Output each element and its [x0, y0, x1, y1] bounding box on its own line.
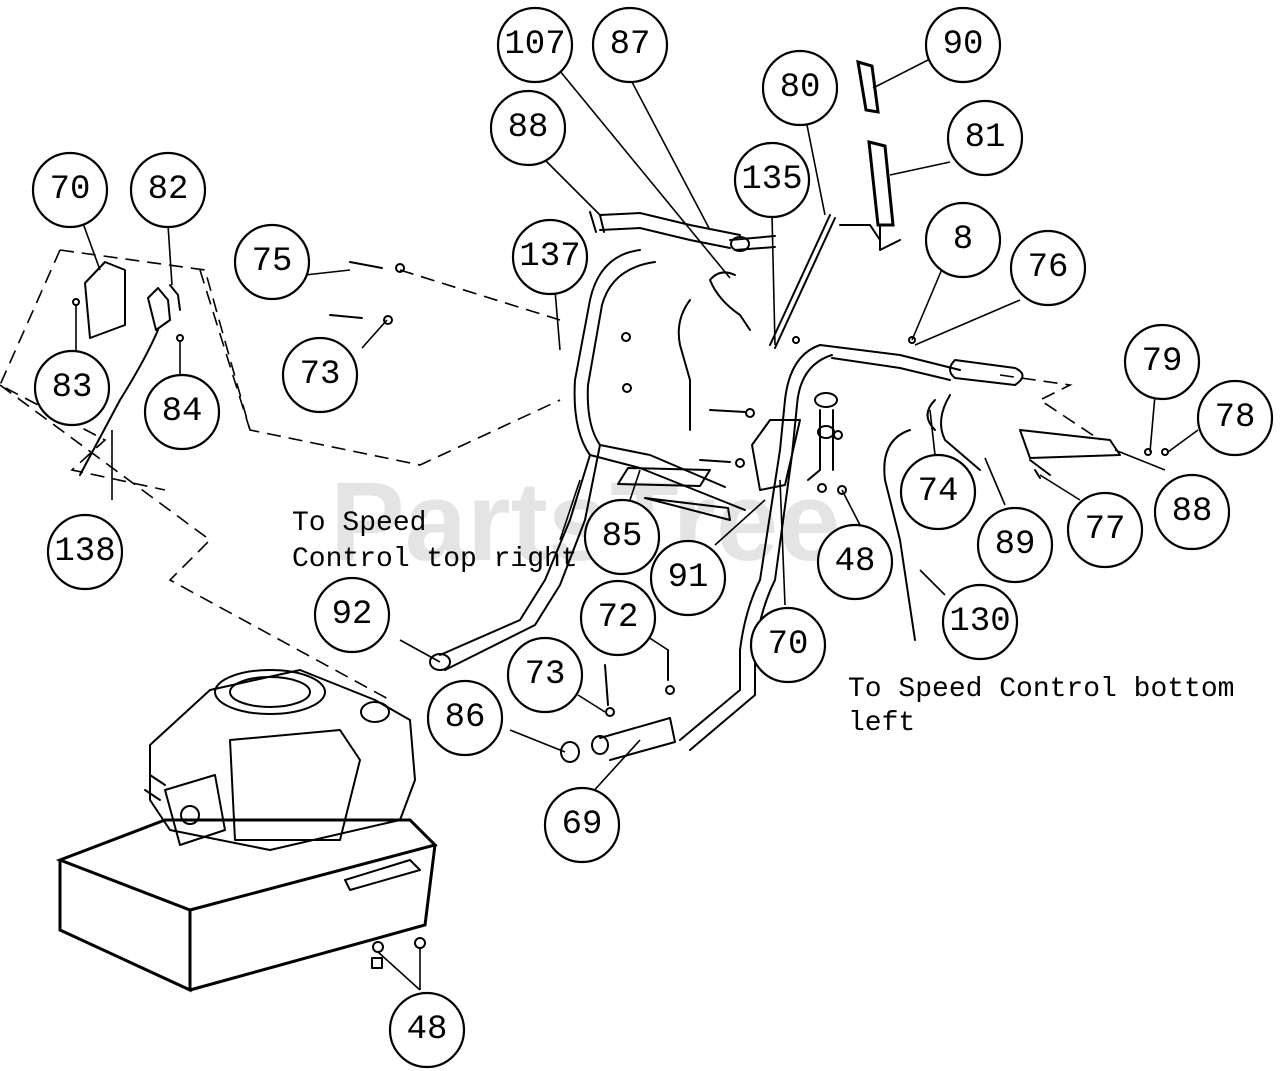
- callout-82[interactable]: 82: [129, 151, 207, 229]
- callout-73-mid[interactable]: 73: [506, 636, 584, 714]
- callout-80[interactable]: 80: [761, 49, 839, 127]
- svg-text:138: 138: [54, 533, 115, 571]
- svg-text:92: 92: [332, 596, 373, 634]
- callout-135[interactable]: 135: [733, 141, 811, 219]
- svg-text:130: 130: [949, 603, 1010, 641]
- svg-text:76: 76: [1028, 249, 1069, 287]
- callout-48-bottom[interactable]: 48: [388, 991, 466, 1069]
- hardware-bolts: [329, 261, 1169, 717]
- svg-text:81: 81: [965, 119, 1006, 157]
- svg-text:48: 48: [407, 1011, 448, 1049]
- svg-text:75: 75: [252, 243, 293, 281]
- svg-text:48: 48: [835, 543, 876, 581]
- engine-deck: [55, 669, 438, 993]
- callout-84[interactable]: 84: [143, 373, 221, 451]
- svg-text:89: 89: [995, 526, 1036, 564]
- callout-91[interactable]: 91: [649, 539, 727, 617]
- callout-90[interactable]: 90: [924, 6, 1002, 84]
- callout-86[interactable]: 86: [426, 679, 504, 757]
- callout-73-top[interactable]: 73: [281, 336, 359, 414]
- svg-text:135: 135: [741, 161, 802, 199]
- callout-77[interactable]: 77: [1066, 491, 1144, 569]
- svg-text:88: 88: [1172, 493, 1213, 531]
- svg-text:79: 79: [1142, 343, 1183, 381]
- top-hardware: [677, 59, 1121, 641]
- callout-74[interactable]: 74: [899, 453, 977, 531]
- callout-88-right[interactable]: 88: [1153, 473, 1231, 551]
- svg-text:82: 82: [148, 171, 189, 209]
- svg-text:137: 137: [519, 238, 580, 276]
- callout-85[interactable]: 85: [583, 498, 661, 576]
- callout-75[interactable]: 75: [233, 223, 311, 301]
- callout-48-mid[interactable]: 48: [816, 523, 894, 601]
- callout-70-mid[interactable]: 70: [749, 606, 827, 684]
- svg-text:107: 107: [504, 26, 565, 64]
- callout-76[interactable]: 76: [1009, 229, 1087, 307]
- svg-text:88: 88: [508, 109, 549, 147]
- svg-text:80: 80: [780, 69, 821, 107]
- callout-130[interactable]: 130: [941, 583, 1019, 661]
- svg-text:87: 87: [610, 26, 651, 64]
- callout-88-top[interactable]: 88: [489, 89, 567, 167]
- svg-text:73: 73: [525, 656, 566, 694]
- lower-handle: [560, 392, 838, 763]
- note-speed-control-bottom-left-line2: left: [848, 708, 915, 739]
- svg-text:74: 74: [918, 473, 959, 511]
- svg-text:8: 8: [953, 221, 973, 259]
- callout-78[interactable]: 78: [1196, 379, 1274, 457]
- callout-79[interactable]: 79: [1123, 323, 1201, 401]
- callout-107[interactable]: 107: [496, 6, 574, 84]
- svg-text:69: 69: [562, 806, 603, 844]
- callout-89[interactable]: 89: [976, 506, 1054, 584]
- dashed-reference-lines: [0, 249, 1101, 701]
- callout-137[interactable]: 137: [511, 218, 589, 296]
- callout-83[interactable]: 83: [33, 349, 111, 427]
- callout-87[interactable]: 87: [591, 6, 669, 84]
- svg-text:73: 73: [300, 356, 341, 394]
- upper-handle: [429, 211, 961, 751]
- callout-92[interactable]: 92: [313, 576, 391, 654]
- callout-72[interactable]: 72: [579, 579, 657, 657]
- svg-text:77: 77: [1085, 511, 1126, 549]
- svg-text:70: 70: [50, 171, 91, 209]
- svg-text:78: 78: [1215, 399, 1256, 437]
- note-speed-control-bottom-left-line1: To Speed Control bottom: [848, 674, 1234, 705]
- svg-text:90: 90: [943, 26, 984, 64]
- callout-69[interactable]: 69: [543, 786, 621, 864]
- svg-text:72: 72: [598, 599, 639, 637]
- callout-70-left[interactable]: 70: [31, 151, 109, 229]
- callout-81[interactable]: 81: [946, 99, 1024, 177]
- note-speed-control-top-right-line1: To Speed: [292, 508, 426, 539]
- svg-text:84: 84: [162, 393, 203, 431]
- bracket-right: [751, 419, 801, 491]
- callout-8[interactable]: 8: [924, 201, 1002, 279]
- callout-138[interactable]: 138: [46, 513, 124, 591]
- svg-text:70: 70: [768, 626, 809, 664]
- svg-text:91: 91: [668, 559, 709, 597]
- leader-lines: [75, 59, 1199, 991]
- svg-text:86: 86: [445, 699, 486, 737]
- note-speed-control-top-right-line2: Control top right: [292, 544, 578, 575]
- svg-text:85: 85: [602, 518, 643, 556]
- svg-text:83: 83: [52, 369, 93, 407]
